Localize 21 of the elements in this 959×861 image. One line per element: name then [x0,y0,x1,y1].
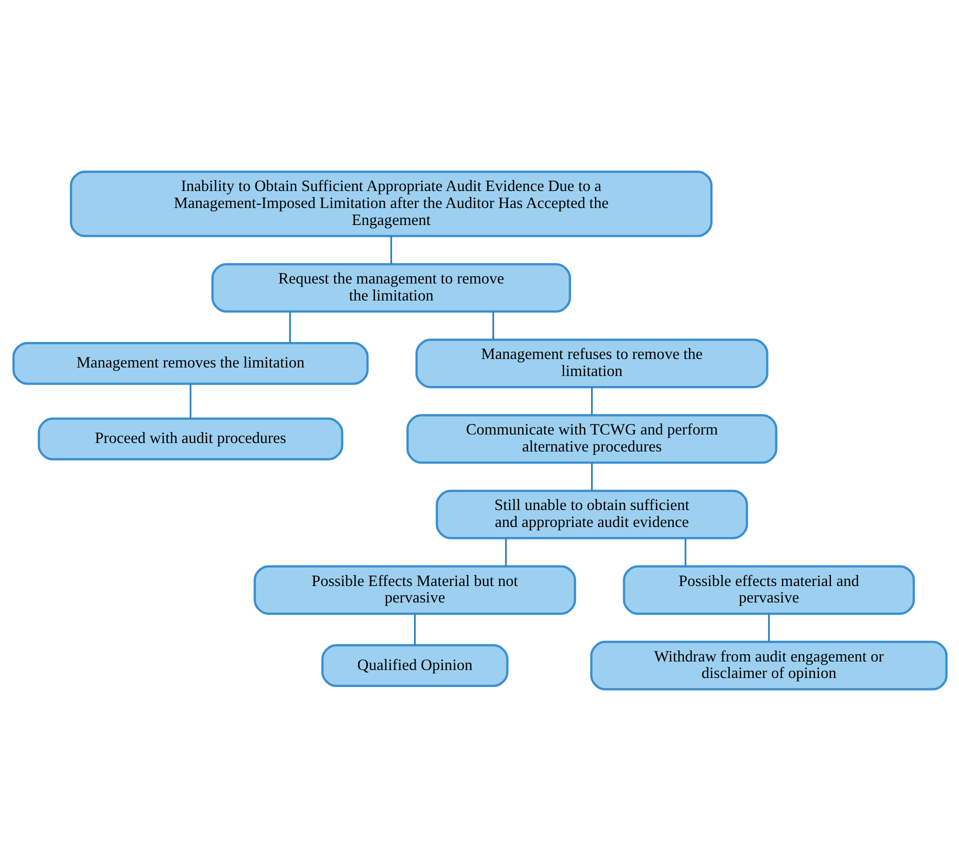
node-box: Proceed with audit procedures [37,418,343,460]
connector [684,538,686,566]
node-box: Inability to Obtain Sufficient Appropriate Audit Evidence Due to a Management-Imposed Limitation after the Auditor Has Accepted the Engagement [69,170,712,238]
connector [492,312,494,340]
connector [504,538,506,566]
node-box: Still unable to obtain sufficient and appropriate audit evidence [435,490,748,540]
node-box: Qualified Opinion [320,644,508,687]
node-box: Possible Effects Material but not pervasive [253,565,576,615]
connector [189,384,191,418]
node-box: Management refuses to remove the limitation [414,338,768,388]
connector [590,462,592,490]
node-box: Management removes the limitation [12,342,368,385]
connector [390,236,392,264]
connector [288,312,290,343]
connector [414,614,416,646]
connector [768,614,770,642]
connector [590,387,592,415]
node-box: Withdraw from audit engagement or disclaimer of opinion [590,640,948,690]
node-box: Request the management to remove the limitation [210,263,571,313]
node-box: Possible effects material and pervasive [622,565,914,615]
node-box: Communicate with TCWG and perform alternative procedures [406,414,777,464]
